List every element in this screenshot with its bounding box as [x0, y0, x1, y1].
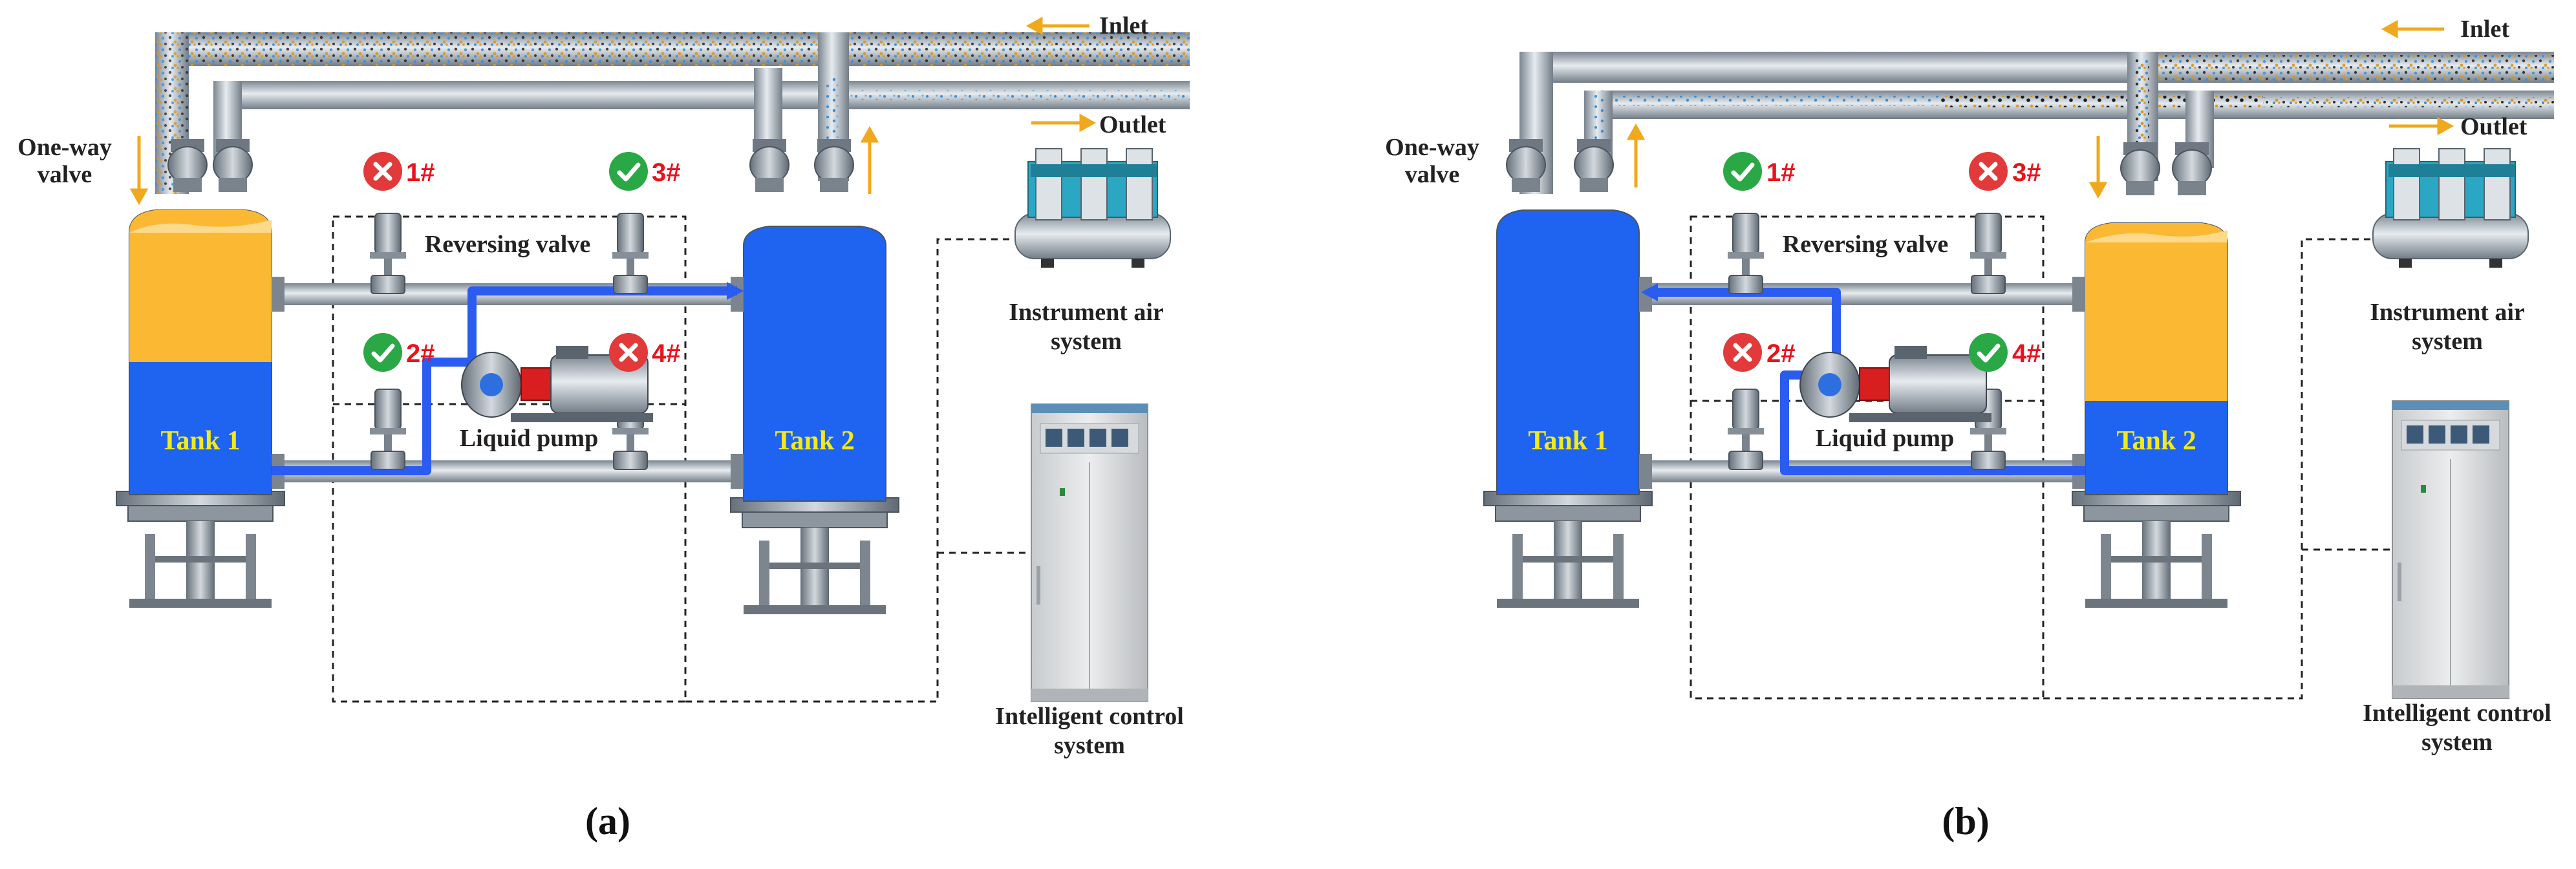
outlet-label: Outlet — [2460, 113, 2528, 140]
valve-4-status — [609, 333, 648, 372]
liquid-pump-label: Liquid pump — [1816, 425, 1954, 452]
one-way-valve-icon — [1506, 138, 1546, 193]
valve-1-status — [1723, 152, 1762, 191]
inlet-label: Inlet — [1099, 12, 1148, 39]
tank-1-label: Tank 1 — [1528, 426, 1607, 456]
valve-3 — [612, 213, 649, 294]
liquid-pump-label: Liquid pump — [460, 425, 598, 452]
valve-1-label: 1# — [406, 158, 435, 187]
control-system-label: Intelligent control — [2363, 700, 2551, 727]
flow-path — [272, 286, 737, 475]
panel-b-caption: (b) — [1942, 800, 1989, 842]
panel-b: 1# 2# 3# 4# Inlet Outlet One-way valve R… — [1385, 16, 2554, 842]
valve-1 — [369, 213, 407, 294]
valve-2 — [369, 389, 407, 470]
valve-2-status — [363, 333, 402, 372]
valve-3-status — [1969, 152, 2008, 191]
valve-2-label: 2# — [1766, 339, 1796, 368]
valve-2 — [1727, 389, 1765, 470]
reversing-valve-label: Reversing valve — [425, 231, 590, 258]
one-way-valve-label: One-way — [1385, 134, 1479, 161]
reversing-valve-label: Reversing valve — [1783, 231, 1948, 258]
arrow-icon — [129, 16, 1097, 206]
valve-4-status — [1969, 333, 2008, 372]
compressor-icon — [2372, 148, 2529, 268]
tank-2-label: Tank 2 — [2116, 426, 2196, 456]
svg-text:valve: valve — [1405, 161, 1459, 188]
valve-1-status — [363, 152, 402, 191]
valve-3 — [1970, 213, 2007, 294]
valve-2-status — [1723, 333, 1762, 372]
cabinet-icon — [2392, 400, 2509, 699]
inlet-label: Inlet — [2460, 16, 2509, 43]
tank-2-label: Tank 2 — [775, 426, 854, 456]
valve-4-label: 4# — [652, 339, 681, 368]
cabinet-icon — [1031, 403, 1148, 702]
instrument-air-label: Instrument air — [1009, 299, 1164, 326]
pump-icon — [1799, 345, 1992, 423]
outlet-label: Outlet — [1099, 111, 1166, 138]
valve-3-label: 3# — [2012, 158, 2041, 187]
valve-4-label: 4# — [2012, 339, 2041, 368]
svg-text:system: system — [2412, 328, 2483, 355]
valve-1-label: 1# — [1766, 158, 1796, 187]
one-way-valve-icon — [167, 138, 208, 193]
svg-text:system: system — [2421, 729, 2493, 756]
tank-1 — [1483, 209, 1653, 608]
svg-text:valve: valve — [38, 161, 92, 188]
one-way-valve-label: One-way — [17, 134, 112, 161]
svg-text:system: system — [1054, 732, 1125, 759]
compressor-icon — [1014, 148, 1171, 268]
panel-a-caption: (a) — [585, 800, 630, 842]
instrument-air-label: Instrument air — [2370, 299, 2525, 326]
valve-3-label: 3# — [652, 158, 681, 187]
arrow-icon — [1626, 19, 2454, 199]
tank-1 — [116, 209, 285, 608]
tank-2 — [730, 226, 899, 615]
valve-2-label: 2# — [406, 339, 435, 368]
valve-1 — [1727, 213, 1765, 294]
svg-text:system: system — [1051, 328, 1122, 355]
tank-2 — [2072, 222, 2241, 608]
panel-a: 1# 2# 3# 4# Inlet Outlet One-way valve R… — [17, 12, 1190, 842]
control-system-label: Intelligent control — [995, 703, 1184, 730]
valve-3-status — [609, 152, 648, 191]
tank-1-label: Tank 1 — [160, 426, 240, 456]
